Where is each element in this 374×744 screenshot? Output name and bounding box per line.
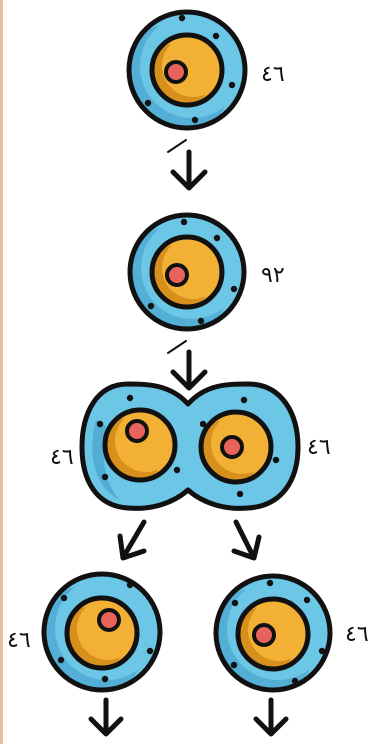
down-arrow-icon <box>253 697 289 737</box>
down-right-arrow-icon <box>231 519 262 561</box>
chromosome-count-label: ٤٦ <box>50 445 74 470</box>
page-edge-strip <box>0 0 3 744</box>
dividing-cell <box>79 381 301 511</box>
cell-stage-1 <box>126 9 248 131</box>
down-arrow-icon <box>88 697 124 737</box>
down-arrow-icon <box>167 139 208 191</box>
down-arrow-icon <box>167 340 208 391</box>
daughter-cell-right <box>213 573 333 693</box>
chromosome-count-label: ٤٦ <box>345 622 369 647</box>
chromosome-count-label: ٩٢ <box>261 263 285 288</box>
chromosome-count-label: ٤٦ <box>261 62 285 87</box>
daughter-cell-left <box>41 571 163 693</box>
cell-stage-2 <box>127 212 247 332</box>
down-left-arrow-icon <box>117 519 147 561</box>
chromosome-count-label: ٤٦ <box>7 628 31 653</box>
chromosome-count-label: ٤٦ <box>307 435 331 460</box>
